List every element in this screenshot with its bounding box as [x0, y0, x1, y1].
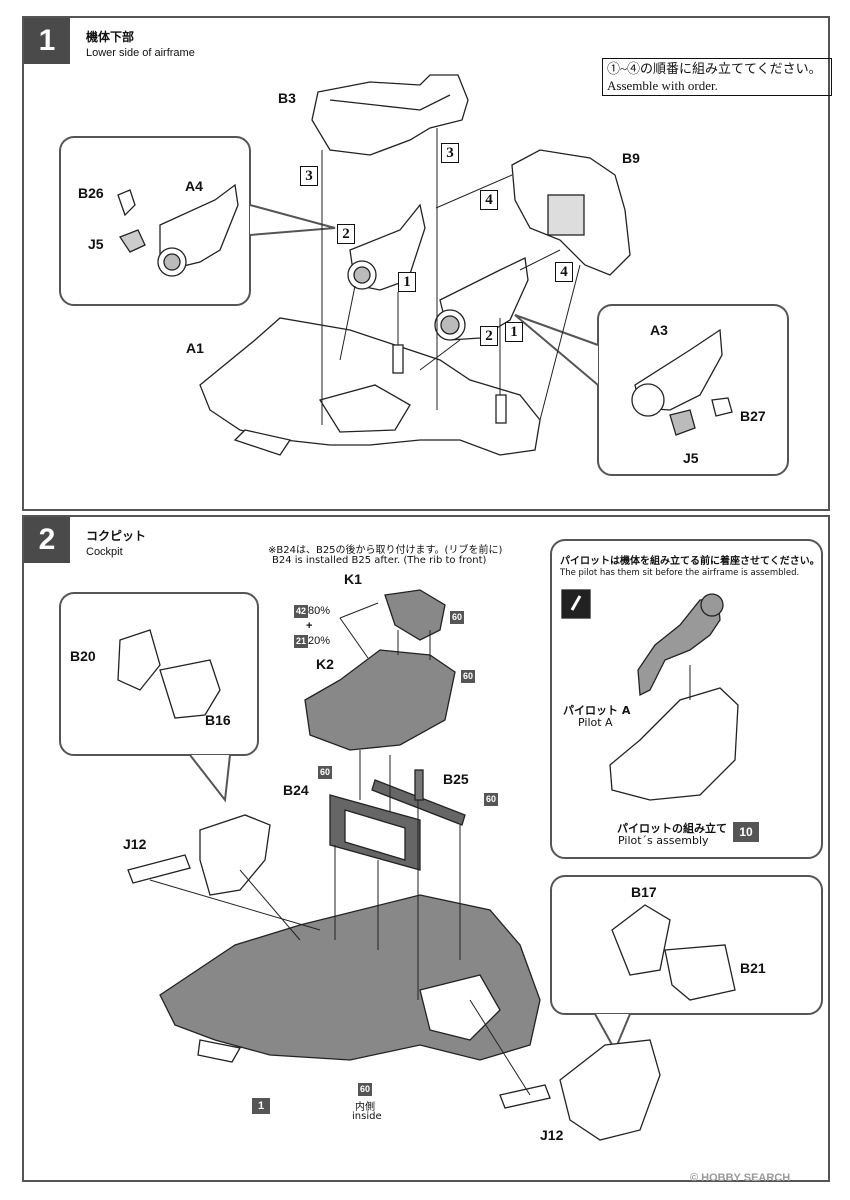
pilot-note-jp: パイロットは機体を組み立てる前に着座させてください。: [560, 556, 820, 567]
label-a3: A3: [650, 322, 668, 338]
order-mark-1: 1: [398, 272, 416, 292]
order-mark-3: 3: [441, 143, 459, 163]
step-title-en: Cockpit: [86, 546, 123, 558]
step-number: 1: [24, 18, 70, 64]
pilot-name-jp: パイロット A: [563, 704, 631, 717]
order-mark-4: 4: [555, 262, 573, 282]
label-b3: B3: [278, 90, 296, 106]
label-b21: B21: [740, 960, 766, 976]
label-b16: B16: [205, 712, 231, 728]
order-mark-3: 3: [300, 166, 318, 186]
label-b20: B20: [70, 648, 96, 664]
pilot-figure: [637, 597, 721, 697]
order-mark-2: 2: [337, 224, 355, 244]
mix-percent: 80%: [308, 605, 331, 617]
paint-code-inside: 60: [358, 1083, 373, 1096]
watermark: © HOBBY SEARCH: [690, 1172, 791, 1184]
label-a4: A4: [185, 178, 203, 194]
mix-color-code: 42: [294, 605, 309, 618]
detail-bubble-b20: [59, 592, 259, 756]
label-b26: B26: [78, 185, 104, 201]
ref-step-1: 1: [252, 1098, 270, 1114]
install-note-en: B24 is installed B25 after. (The rib to …: [272, 555, 487, 566]
pilot-name-en: Pilot A: [578, 716, 613, 729]
mix-color-code: 21: [294, 635, 309, 648]
pilot-assembly-step: 10: [733, 822, 759, 842]
label-b24: B24: [283, 782, 309, 798]
order-note-jp: ①~④の順番に組み立ててください。: [607, 61, 822, 76]
mix-percent: 20%: [308, 635, 331, 647]
step-title-en: Lower side of airframe: [86, 47, 195, 59]
order-mark-1: 1: [505, 322, 523, 342]
paint-code-k2: 60: [461, 670, 476, 683]
part-j12-left-shape: [127, 854, 191, 884]
label-b9: B9: [622, 150, 640, 166]
order-mark-2: 2: [480, 326, 498, 346]
part-b3-shape: [311, 74, 469, 156]
label-j12-right: J12: [540, 1127, 564, 1143]
order-note-en: Assemble with order.: [607, 78, 718, 93]
label-j12-left: J12: [123, 836, 147, 852]
seat-shape: [609, 687, 739, 801]
label-b25: B25: [443, 771, 469, 787]
part-a1-gray-shape: [159, 894, 541, 1061]
label-j5-left: J5: [88, 236, 104, 252]
inside-label-jp: 内側: [355, 1102, 375, 1113]
mix-plus: +: [306, 620, 313, 632]
paint-code-b24: 60: [318, 766, 333, 779]
label-k2: K2: [316, 656, 334, 672]
label-b27: B27: [740, 408, 766, 424]
pilot-assembly-en: Pilot´s assembly: [618, 834, 709, 847]
step-title-jp: コクピット: [86, 529, 147, 543]
paint-code-k1: 60: [450, 611, 465, 624]
part-j12-right-shape: [499, 1084, 551, 1109]
label-j5-right: J5: [683, 450, 699, 466]
label-b17: B17: [631, 884, 657, 900]
pilot-note-en: The pilot has them sit before the airfra…: [560, 568, 800, 578]
detail-bubble-b17: [550, 875, 823, 1015]
pilot-assembly-jp: パイロットの組み立て: [617, 822, 727, 835]
step-title-jp: 機体下部: [86, 30, 135, 44]
part-k1-shape: [384, 589, 446, 641]
label-k1: K1: [344, 571, 362, 587]
step-number: 2: [24, 517, 70, 563]
label-a1: A1: [186, 340, 204, 356]
part-k2-shape: [304, 649, 456, 751]
order-note: ①~④の順番に組み立ててください。 Assemble with order.: [602, 58, 832, 96]
inside-label-en: inside: [352, 1111, 382, 1122]
paint-code-b25: 60: [484, 793, 499, 806]
order-mark-4: 4: [480, 190, 498, 210]
install-note-jp: ※B24は、B25の後から取り付けます。(リブを前に): [268, 545, 503, 556]
